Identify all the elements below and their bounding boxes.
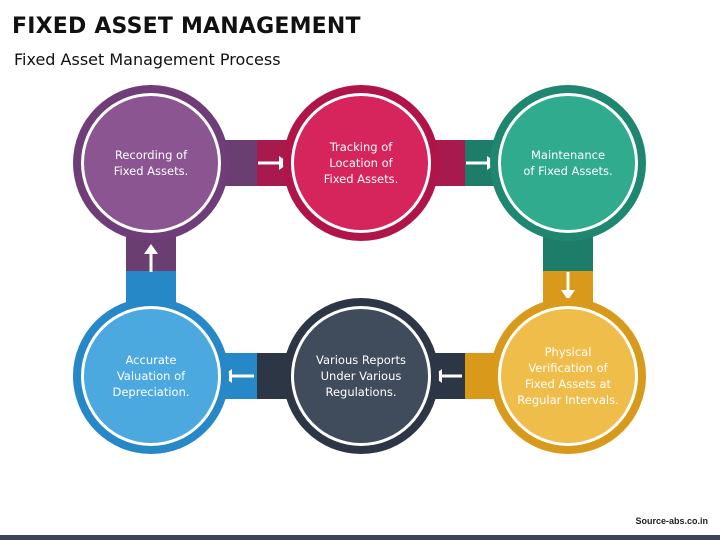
step-label-line: Fixed Assets. <box>114 164 189 178</box>
step-label-line: Physical <box>545 345 592 359</box>
step-label-line: Maintenance <box>531 148 605 162</box>
bottom-bar <box>0 535 720 540</box>
step-label-line: Accurate <box>126 353 177 367</box>
step-circle <box>84 309 218 443</box>
step-circle <box>294 309 428 443</box>
step-circle <box>501 96 635 230</box>
step-label-line: Recording of <box>115 148 188 162</box>
step-label-line: Regular Intervals. <box>517 393 618 407</box>
step-circle <box>501 309 635 443</box>
step-circle <box>84 96 218 230</box>
step-label-line: of Fixed Assets. <box>523 164 612 178</box>
arrow-up-icon <box>144 244 158 254</box>
step-label-line: Fixed Assets at <box>525 377 612 391</box>
step-label: Recording of Fixed Assets. <box>114 148 189 178</box>
step-label-line: Valuation of <box>117 369 186 383</box>
step-label-line: Various Reports <box>316 353 406 367</box>
step-1: Recording of Fixed Assets. <box>73 85 229 241</box>
step-label: Maintenance of Fixed Assets. <box>523 148 612 178</box>
step-circle <box>294 96 428 230</box>
steps-layer: Recording of Fixed Assets. Tracking of Loca… <box>73 85 646 454</box>
step-2: Tracking of Location of Fixed Assets. <box>283 85 439 241</box>
page-subtitle: Fixed Asset Management Process <box>14 50 281 69</box>
step-label-line: Under Various <box>321 369 402 383</box>
source-credit: Source-abs.co.in <box>635 516 708 526</box>
step-3: Maintenance of Fixed Assets. <box>490 85 646 241</box>
step-label-line: Tracking of <box>329 140 394 154</box>
step-label-line: Regulations. <box>325 385 396 399</box>
step-label: Tracking of Location of Fixed Assets. <box>324 140 399 186</box>
step-label-line: Location of <box>329 156 393 170</box>
step-label-line: Fixed Assets. <box>324 172 399 186</box>
arrow-down-icon <box>561 290 575 300</box>
page-title: FIXED ASSET MANAGEMENT <box>12 14 361 39</box>
step-label-line: Verification of <box>528 361 608 375</box>
step-label-line: Depreciation. <box>112 385 189 399</box>
